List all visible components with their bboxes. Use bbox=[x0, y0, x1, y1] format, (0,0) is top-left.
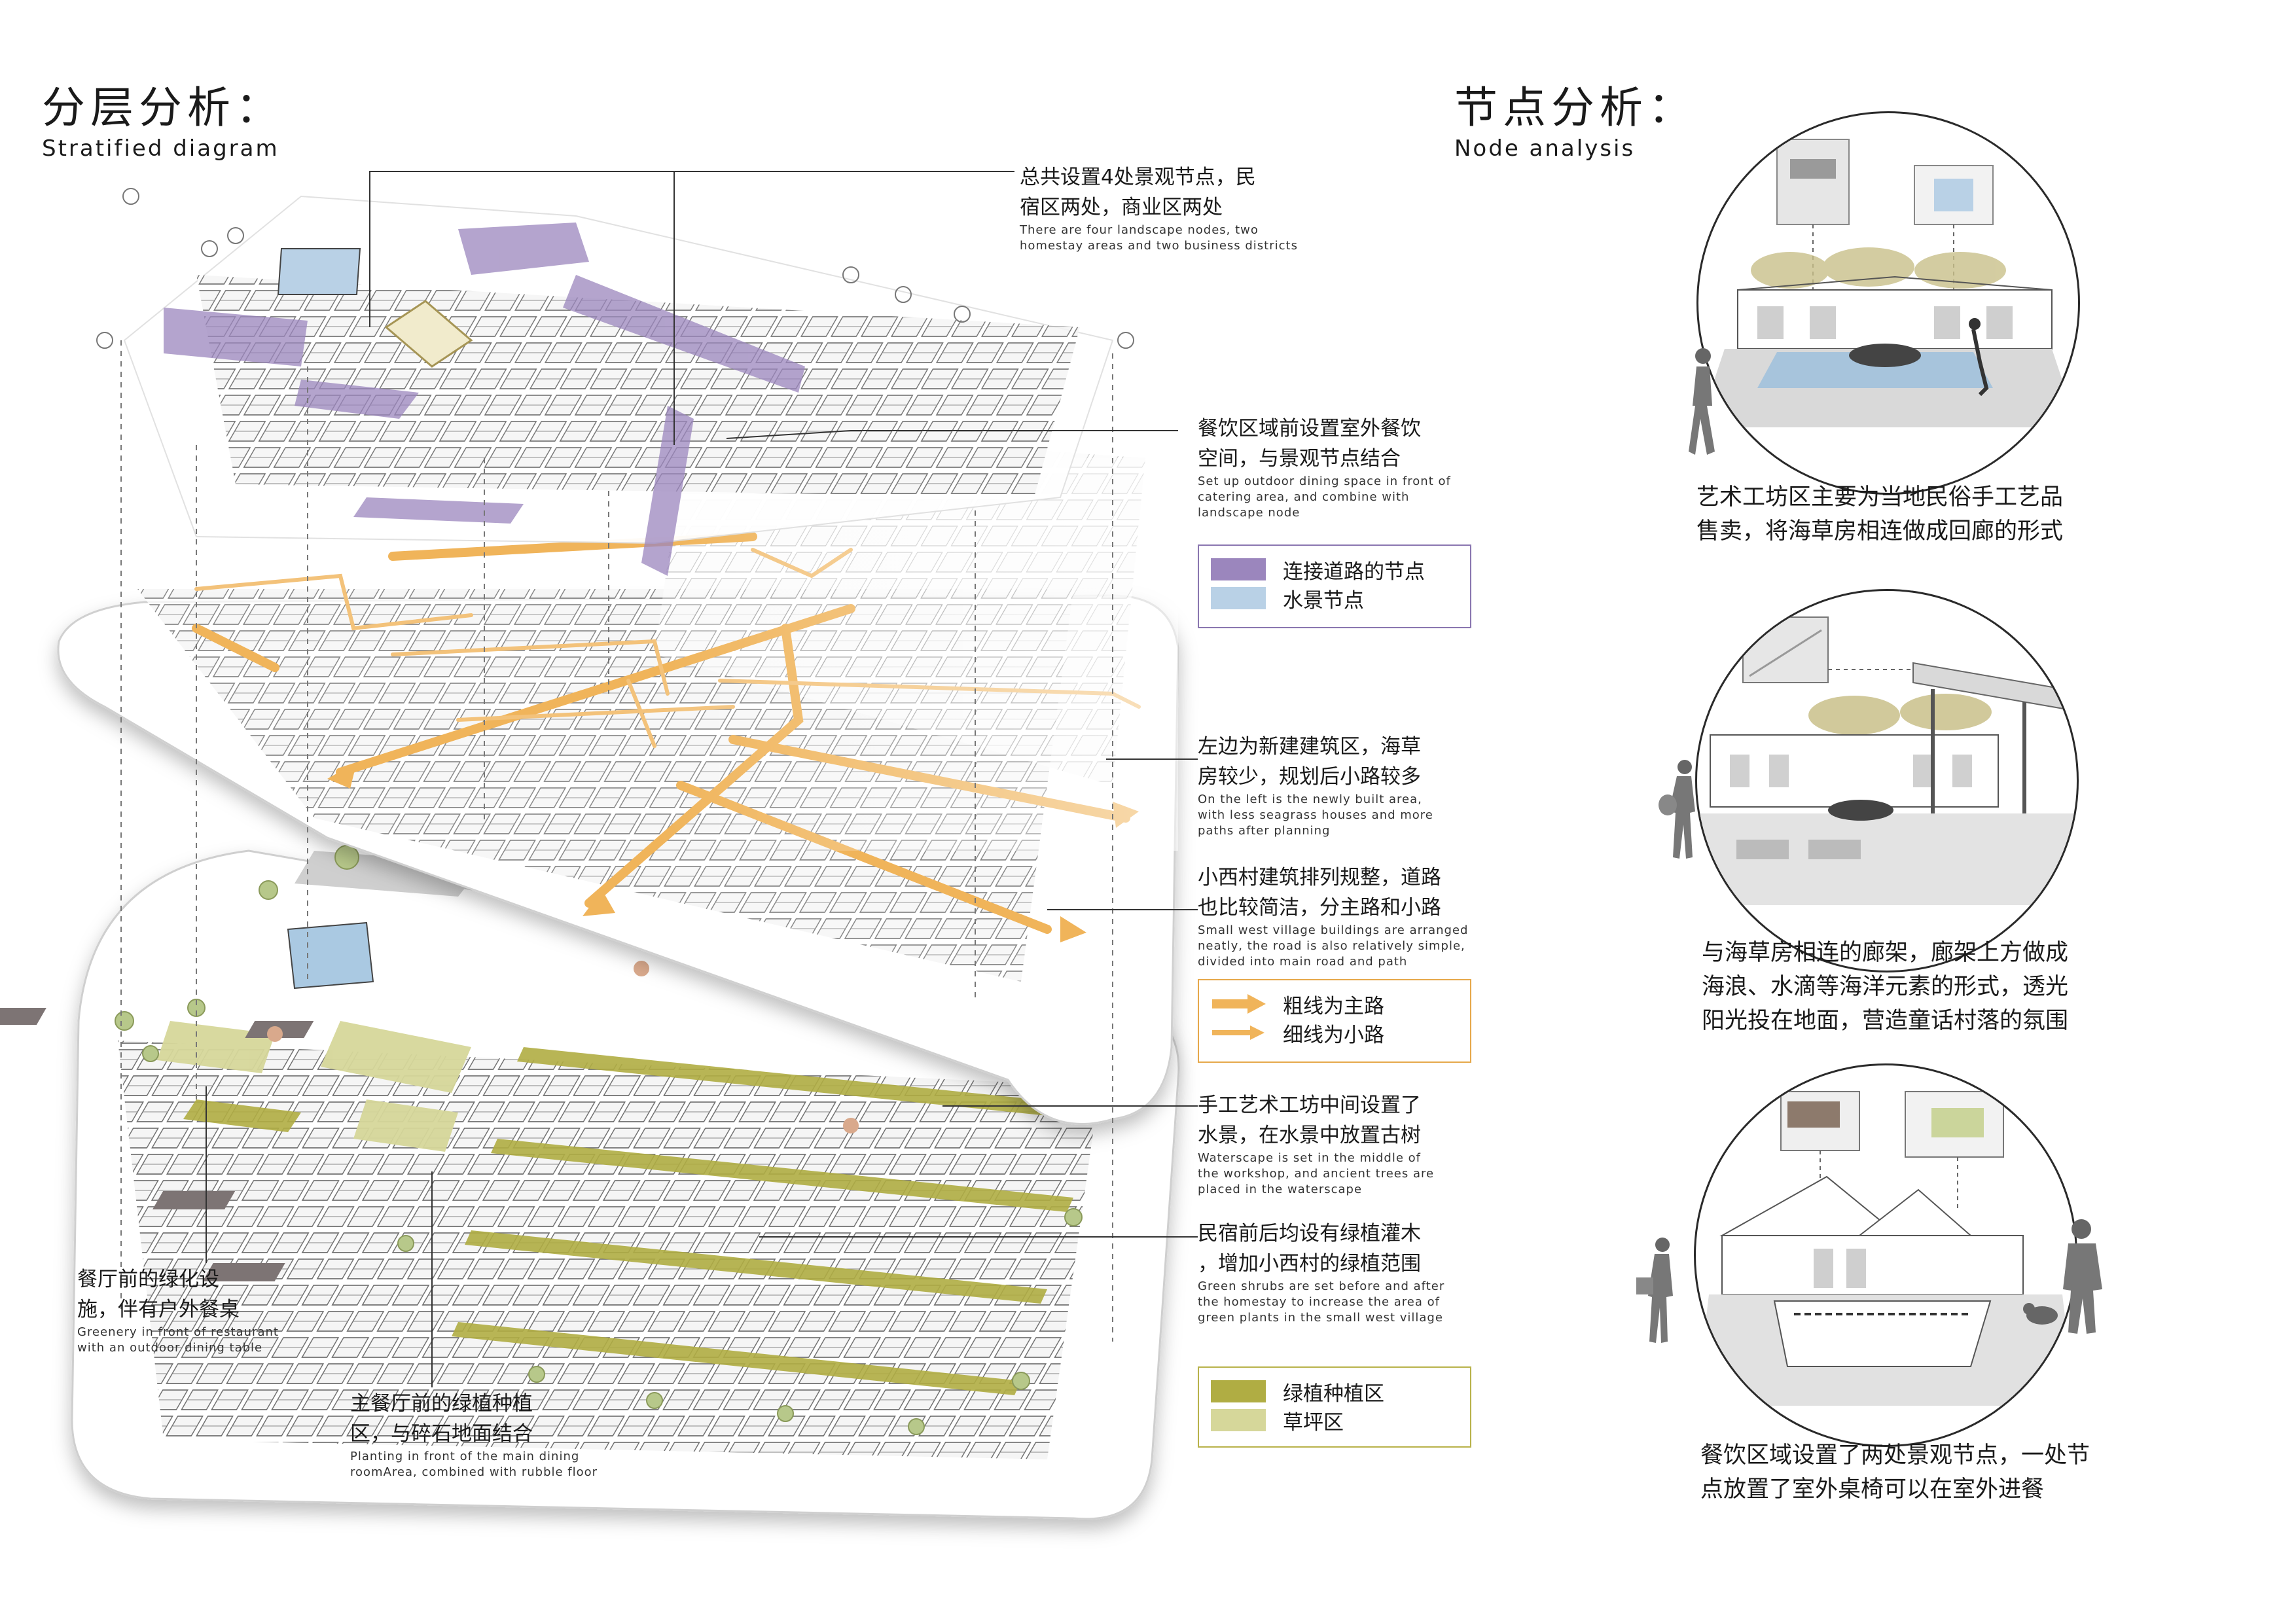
legend-green: 绿植种植区 草坪区 bbox=[1198, 1366, 1471, 1448]
legend-item: 细线为小路 bbox=[1211, 1018, 1458, 1047]
lawn-swatch bbox=[1211, 1409, 1266, 1431]
legend-item: 水景节点 bbox=[1211, 584, 1458, 613]
man-with-dog-silhouette-icon bbox=[2023, 1219, 2102, 1334]
legend-nodes: 连接道路的节点 水景节点 bbox=[1198, 544, 1471, 628]
legend-item: 粗线为主路 bbox=[1211, 990, 1458, 1018]
annotation-outdoor-dining: 餐饮区域前设置室外餐饮 空间，与景观节点结合 Set up outdoor di… bbox=[1198, 417, 1451, 520]
node-title: 节点分析： bbox=[1454, 82, 1696, 133]
thin-arrow-icon bbox=[1212, 1026, 1265, 1040]
layer-nodes bbox=[96, 188, 1134, 576]
annotation-restaurant-greenery: 餐厅前的绿化设 施，伴有户外餐桌 Greenery in front of re… bbox=[77, 1268, 279, 1355]
legend-item: 草坪区 bbox=[1211, 1406, 1458, 1435]
stratified-axonometric-drawing bbox=[0, 171, 1198, 1520]
node-circle-corridor bbox=[1695, 589, 2079, 972]
olive-swatch bbox=[1211, 1380, 1266, 1402]
node-circle-dining bbox=[1694, 1063, 2077, 1447]
legend-item: 绿植种植区 bbox=[1211, 1377, 1458, 1406]
blue-swatch bbox=[1211, 587, 1266, 609]
annotation-new-building-area: 左边为新建建筑区，海草 房较少，规划后小路较多 On the left is t… bbox=[1198, 735, 1433, 838]
caption-art-workshop: 艺术工坊区主要为当地民俗手工艺品 售卖，将海草房相连做成回廊的形式 bbox=[1696, 484, 2064, 544]
annotation-village-layout: 小西村建筑排列规整，道路 也比较简洁，分主路和小路 Small west vil… bbox=[1198, 866, 1469, 969]
annotation-green-shrubs: 民宿前后均设有绿植灌木 ，增加小西村的绿植范围 Green shrubs are… bbox=[1198, 1222, 1445, 1325]
legend-roads: 粗线为主路 细线为小路 bbox=[1198, 979, 1471, 1063]
stratified-subtitle: Stratified diagram bbox=[42, 135, 279, 162]
legend-item: 连接道路的节点 bbox=[1211, 555, 1458, 584]
thick-arrow-icon bbox=[1212, 994, 1266, 1014]
woman-with-bag-silhouette-icon bbox=[1636, 1238, 1673, 1343]
stratified-title: 分层分析： bbox=[42, 82, 284, 133]
annotation-main-dining-planting: 主餐厅前的绿植种植 区，与碎石地面结合 Planting in front of… bbox=[350, 1392, 598, 1479]
caption-corridor: 与海草房相连的廊架，廊架上方做成 海浪、水滴等海洋元素的形式，透光 阳光投在地面… bbox=[1702, 940, 2069, 1034]
person-silhouette-icon bbox=[1689, 348, 1715, 455]
node-circle-art-workshop bbox=[1696, 111, 2080, 495]
woman-silhouette-icon bbox=[1659, 760, 1695, 859]
purple-swatch bbox=[1211, 558, 1266, 580]
annotation-workshop-waterscape: 手工艺术工坊中间设置了 水景，在水景中放置古树 Waterscape is se… bbox=[1198, 1094, 1435, 1196]
annotation-landscape-nodes: 总共设置4处景观节点，民 宿区两处，商业区两处 There are four l… bbox=[1020, 166, 1298, 253]
caption-dining: 餐饮区域设置了两处景观节点，一处节 点放置了室外桌椅可以在室外进餐 bbox=[1700, 1442, 2090, 1503]
node-subtitle: Node analysis bbox=[1454, 135, 1636, 162]
